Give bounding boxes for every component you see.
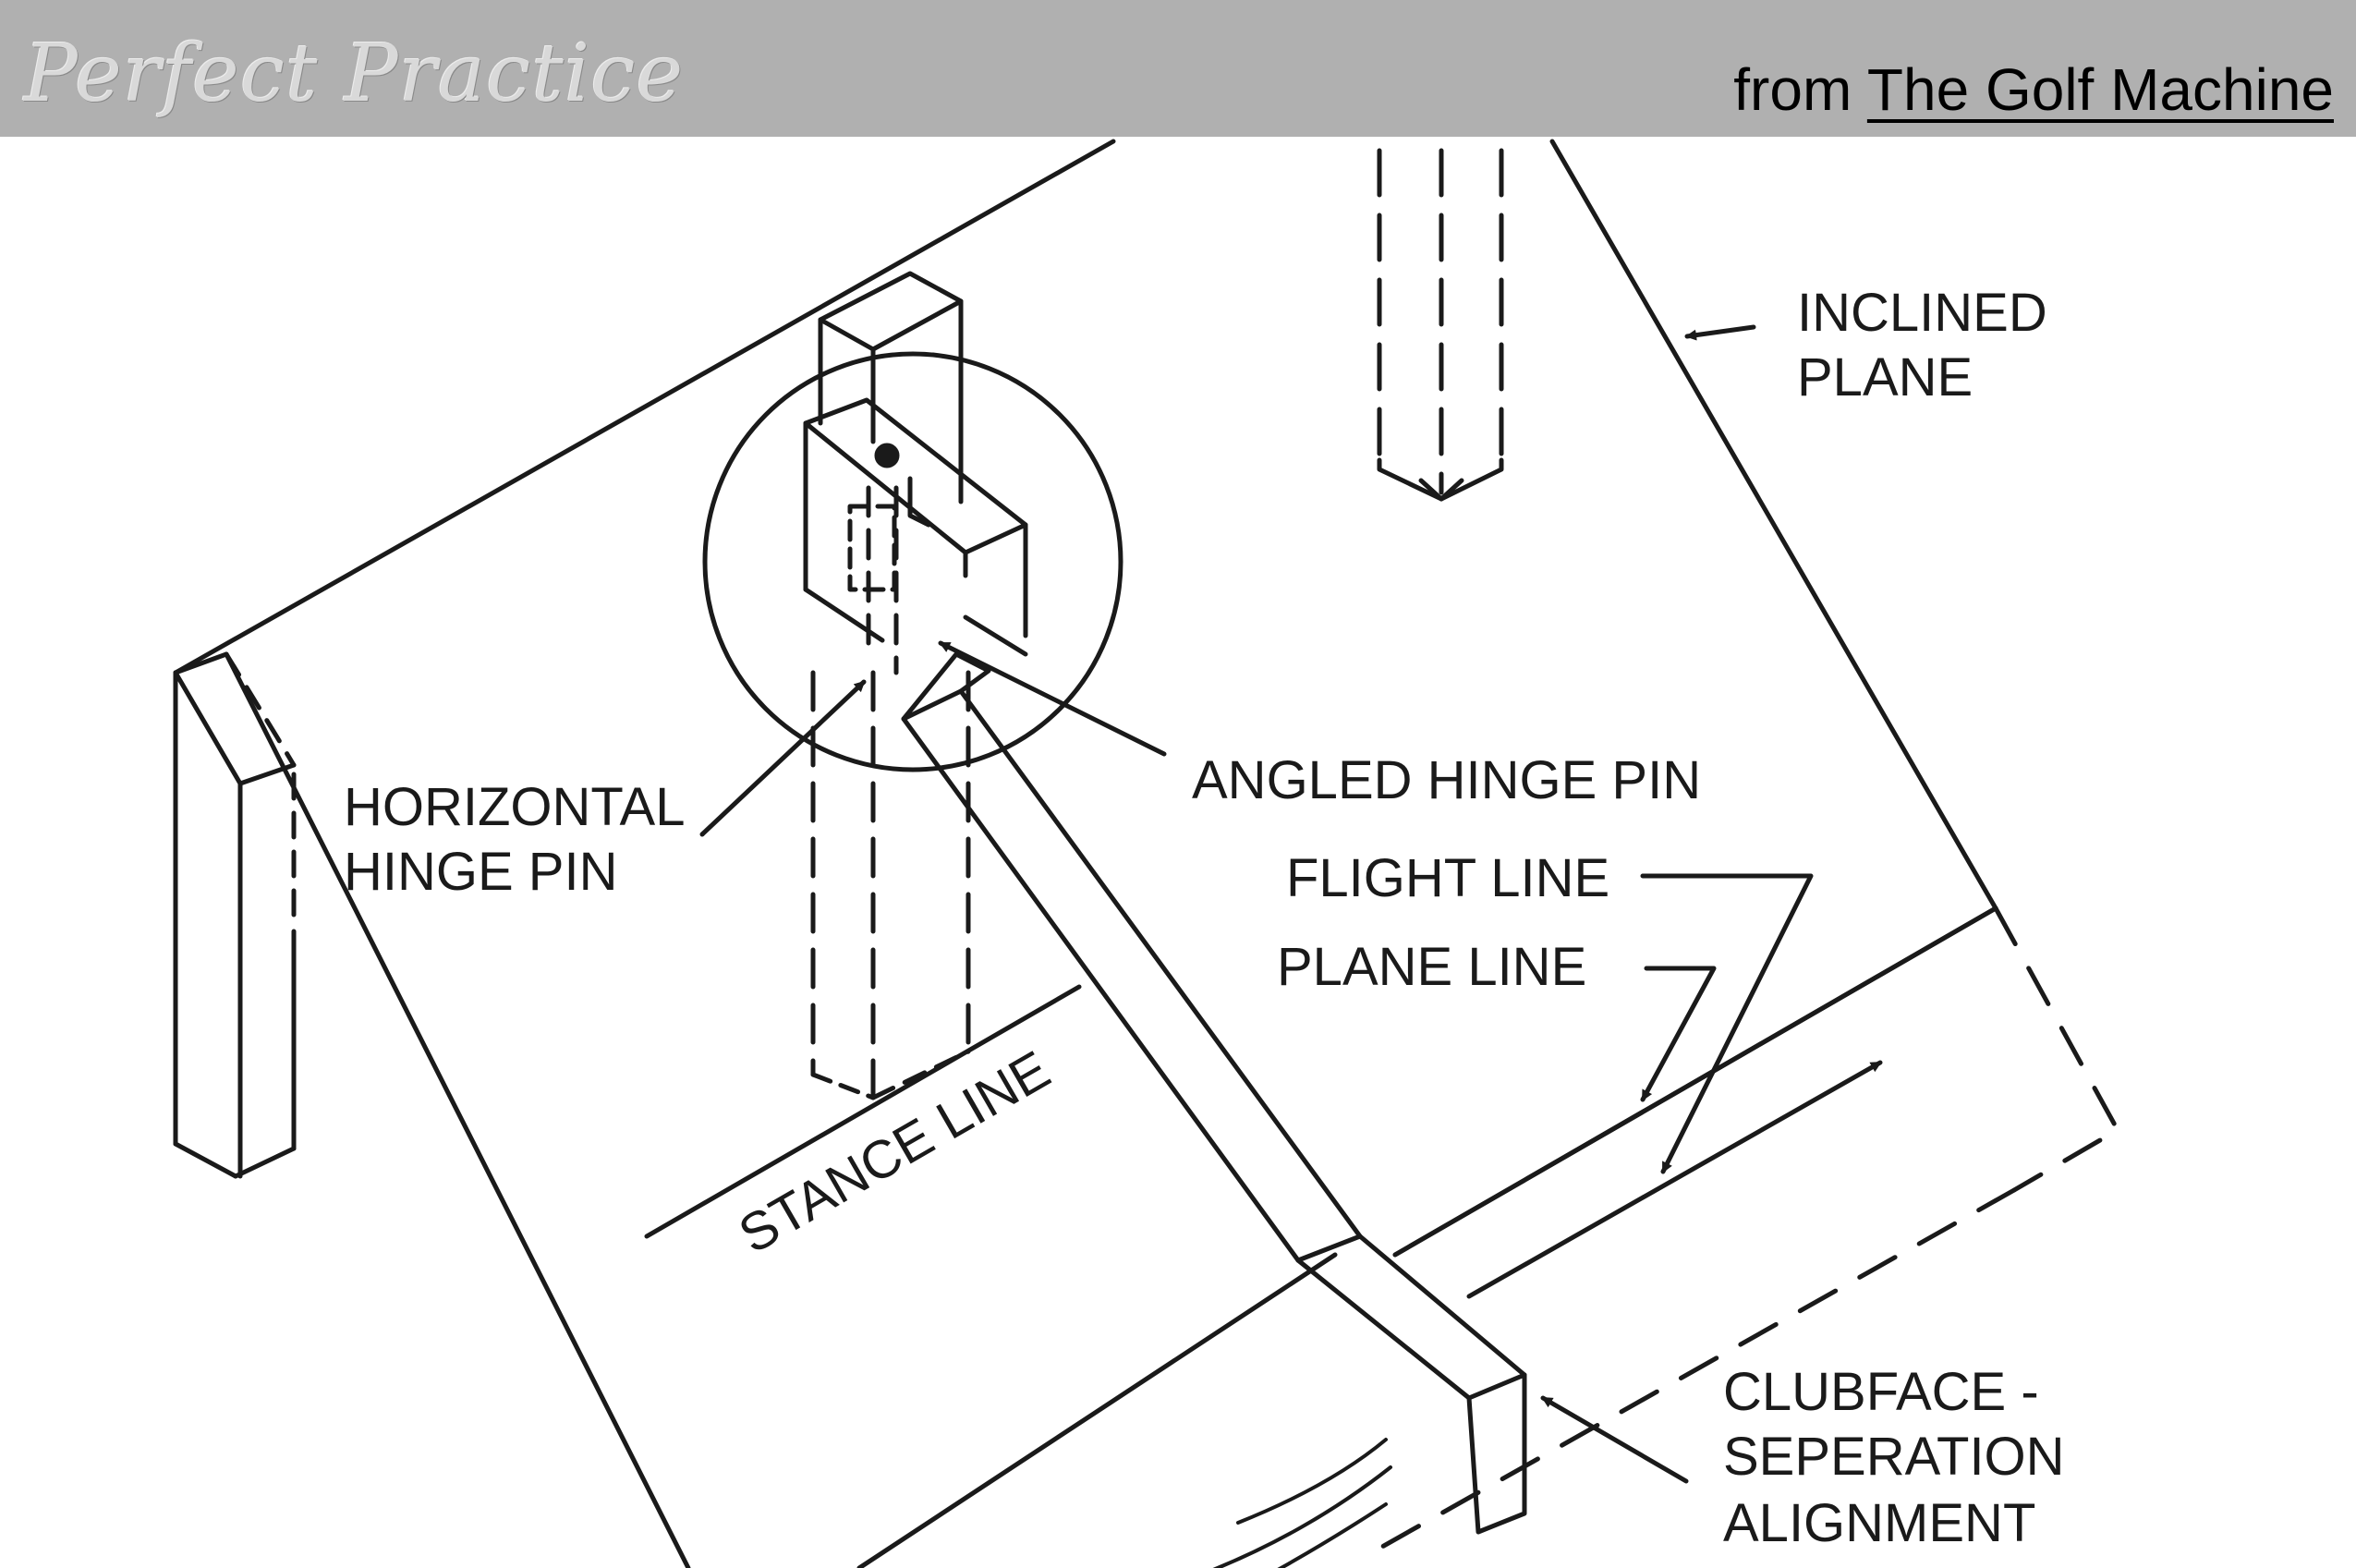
vertical-dashed-arrow	[1377, 148, 1504, 502]
swing-arcs	[1212, 1438, 1392, 1568]
dashed-columns	[810, 670, 971, 1100]
label-angled-hinge-pin: ANGLED HINGE PIN	[1192, 750, 1701, 810]
plane-line	[1392, 906, 1998, 1258]
source-credit: from The Golf Machine	[1733, 55, 2334, 124]
hinge-housing	[803, 397, 1028, 675]
plane-line-leader	[1640, 966, 1717, 1102]
stance-line	[644, 984, 1082, 1239]
horizontal-hinge-pin-leader	[699, 679, 867, 837]
label-inclined-plane-line2: PLANE	[1797, 347, 1973, 407]
label-plane-line: PLANE LINE	[1277, 937, 1586, 997]
label-clubface-line1: CLUBFACE -	[1723, 1362, 2039, 1422]
header-bar: Perfect Practice from The Golf Machine	[0, 0, 2356, 137]
inclined-plane-illustration: INCLINED PLANE HORIZONTAL HINGE PIN ANGL…	[173, 139, 2120, 1568]
label-inclined-plane-line1: INCLINED	[1797, 283, 2047, 343]
label-horizontal-hinge-pin-line1: HORIZONTAL	[344, 777, 686, 837]
hinge-circle	[702, 351, 1123, 772]
flight-line	[1466, 1060, 1883, 1299]
ground-projection-right	[1993, 906, 2120, 1193]
label-clubface-line2: SEPERATION	[1723, 1427, 2065, 1487]
support-post	[173, 651, 297, 1179]
golf-club	[901, 651, 1527, 1535]
source-prefix: from	[1733, 56, 1867, 123]
book-title: The Golf Machine	[1866, 56, 2334, 123]
inclined-plane-leader	[1684, 324, 1756, 341]
label-horizontal-hinge-pin-line2: HINGE PIN	[344, 842, 618, 902]
vertical-block	[818, 271, 964, 504]
flight-line-leader	[1640, 873, 1814, 1174]
label-flight-line: FLIGHT LINE	[1286, 848, 1609, 908]
golf-machine-diagram: INCLINED PLANE HORIZONTAL HINGE PIN ANGL…	[0, 137, 2356, 1568]
label-stance-line: STANCE LINE	[729, 1039, 1060, 1265]
label-clubface-line3: ALIGNMENT	[1723, 1493, 2035, 1553]
angled-hinge-pin-leader	[938, 640, 1167, 757]
perfect-practice-logo: Perfect Practice	[24, 28, 685, 120]
clubface-leader	[1540, 1395, 1689, 1484]
